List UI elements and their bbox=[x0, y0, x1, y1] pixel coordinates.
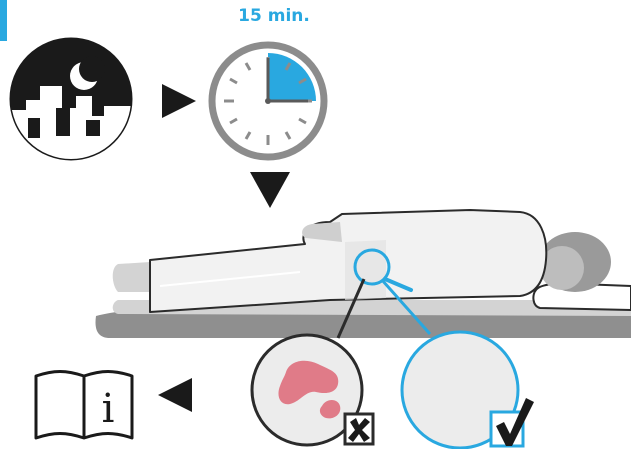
instruction-manual-info-icon: i bbox=[36, 372, 132, 439]
clock-icon bbox=[212, 45, 324, 157]
timer-duration-label: 15 min. bbox=[224, 6, 324, 26]
night-city-moon-icon bbox=[10, 38, 132, 160]
stained-sheet-lens bbox=[252, 335, 373, 445]
arrow-down-icon bbox=[250, 172, 290, 208]
sleeper-body-under-sheet bbox=[150, 210, 546, 312]
arrow-right-icon bbox=[162, 84, 196, 118]
clean-sheet-lens bbox=[402, 332, 534, 448]
arrow-left-icon bbox=[158, 378, 192, 412]
info-glyph: i bbox=[102, 386, 115, 432]
sleeper-head bbox=[539, 232, 611, 292]
